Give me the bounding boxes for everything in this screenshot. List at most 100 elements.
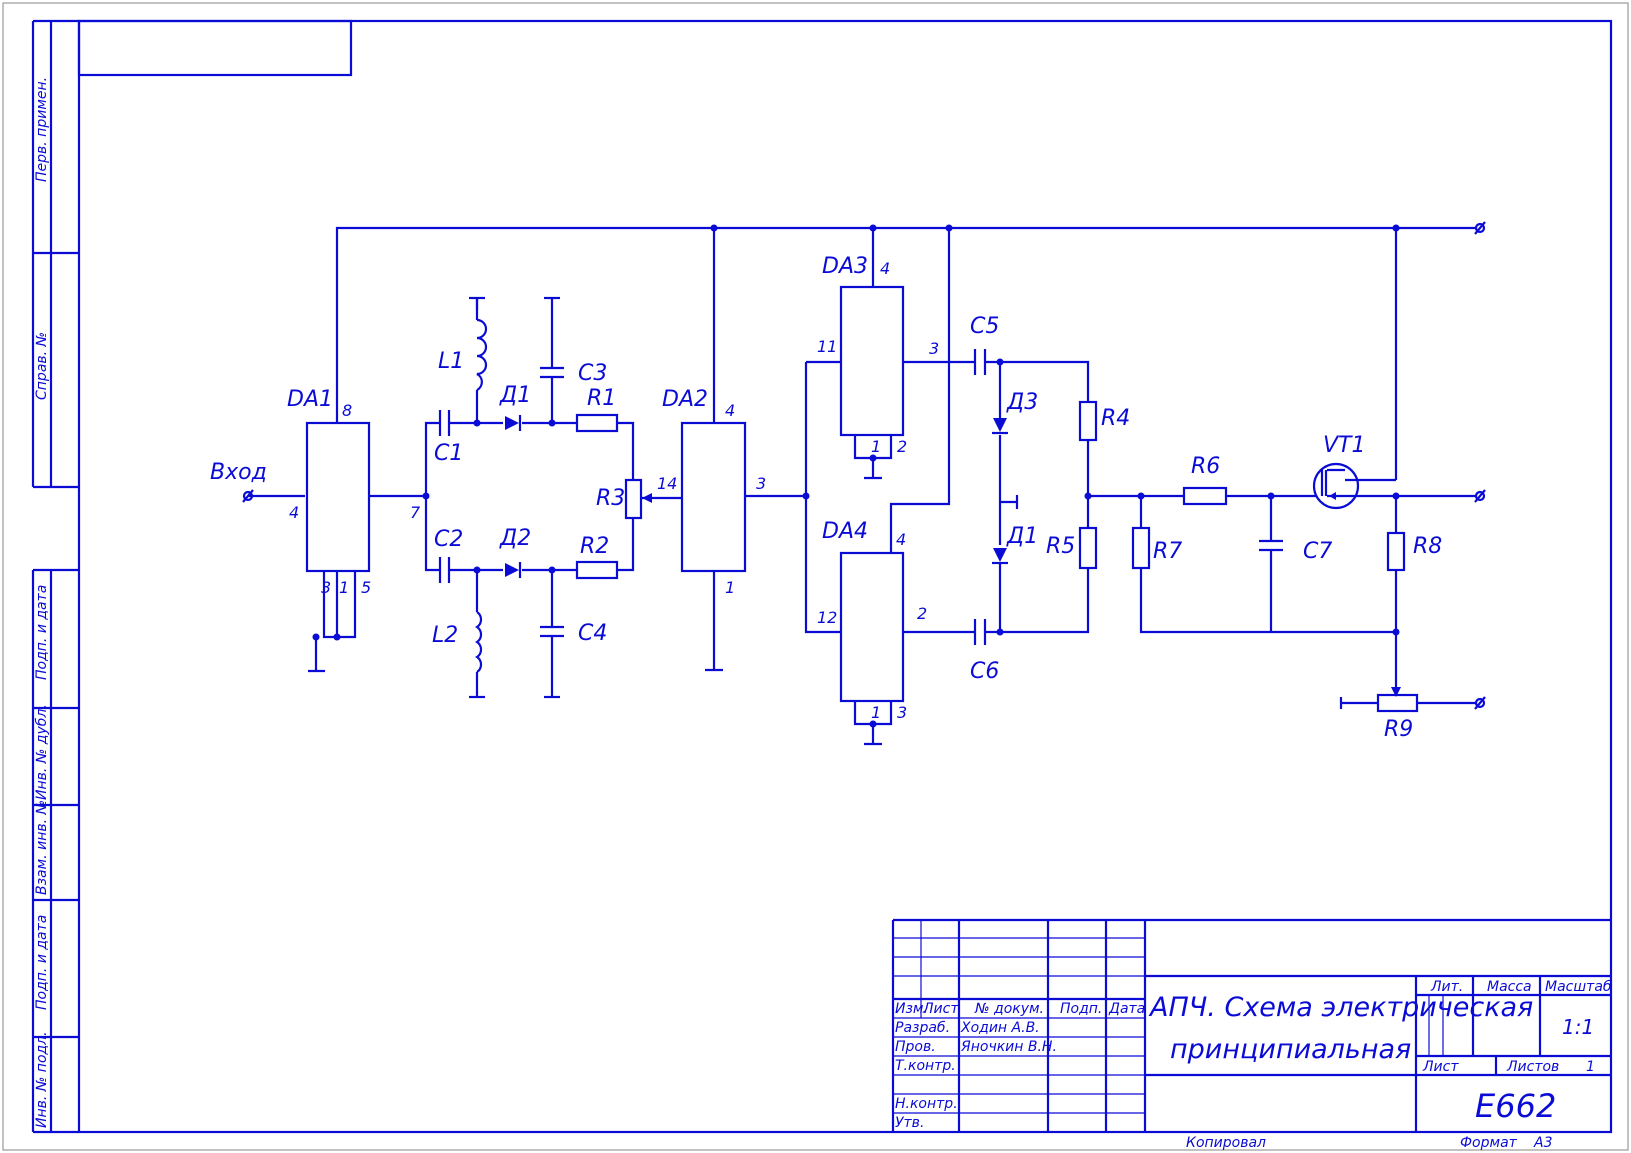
da2-pin-3: 3 xyxy=(756,474,766,493)
label-r9: R9 xyxy=(1384,717,1413,742)
tb-header-izm: Изм. xyxy=(895,1001,928,1017)
label-input: Вход xyxy=(210,460,267,485)
stamp-podp-data-2: Подп. и дата xyxy=(34,915,50,1010)
label-l1: L1 xyxy=(438,349,464,374)
tb-header-ndokum: № докум. xyxy=(974,1001,1044,1017)
resistor-r5: R5 xyxy=(1046,526,1098,570)
tb-sheet-label: Лист xyxy=(1422,1059,1459,1075)
label-r2: R2 xyxy=(580,534,609,559)
label-r3: R3 xyxy=(596,486,625,511)
resistor-r7: R7 xyxy=(1131,526,1182,570)
da2-pin-14: 14 xyxy=(657,474,677,493)
label-r8: R8 xyxy=(1413,534,1442,559)
da3-pin-3: 3 xyxy=(929,339,939,358)
da4-pin-3: 3 xyxy=(897,703,907,722)
label-c2: C2 xyxy=(434,527,463,552)
label-d1: Д1 xyxy=(499,383,531,408)
label-da4: DA4 xyxy=(822,519,868,544)
label-d1-lower: Д1 xyxy=(1006,524,1038,549)
junction-dots xyxy=(312,224,1400,728)
inductor-l2: L2 xyxy=(432,611,485,699)
footer-format-value: А3 xyxy=(1533,1135,1552,1151)
capacitor-c6: C6 xyxy=(970,619,999,684)
capacitor-c3: C3 xyxy=(540,296,607,386)
potentiometer-r3: R3 14 xyxy=(596,474,677,520)
tb-name-prov: Яночкин В.Н. xyxy=(960,1039,1057,1055)
stamp-sprav-nomer: Справ. № xyxy=(34,332,50,400)
label-c6: C6 xyxy=(970,659,999,684)
da1-pin-1: 1 xyxy=(339,578,349,597)
stamp-inv-podl: Инв. № подл. xyxy=(34,1031,50,1128)
tb-lit-label: Лит. xyxy=(1430,979,1463,995)
label-da2: DA2 xyxy=(662,387,708,412)
tb-role-prov: Пров. xyxy=(895,1039,936,1055)
label-da1: DA1 xyxy=(287,387,333,412)
tb-doc-code: Е662 xyxy=(1475,1087,1556,1125)
tb-role-tkontr: Т.контр. xyxy=(895,1058,956,1074)
da3-chip: DA3 4 11 3 1 2 xyxy=(817,254,939,480)
capacitor-c5: C5 xyxy=(970,314,999,375)
label-d2: Д2 xyxy=(499,526,531,551)
tb-title-line2: принципиальная xyxy=(1170,1034,1411,1065)
da3-pin-11: 11 xyxy=(817,337,837,356)
tb-scale-value: 1:1 xyxy=(1562,1015,1594,1039)
resistor-r6: R6 xyxy=(1182,454,1228,506)
input-terminal: Вход xyxy=(210,460,267,503)
da4-pin-12: 12 xyxy=(817,608,837,627)
da3-pin-2: 2 xyxy=(897,437,907,456)
da4-pin-2: 2 xyxy=(917,604,927,623)
da1-pin-7: 7 xyxy=(410,503,421,522)
da1-pin-8: 8 xyxy=(342,401,352,420)
resistor-r1: R1 xyxy=(575,386,619,433)
tb-title-line1: АПЧ. Схема электрическая xyxy=(1148,992,1533,1023)
resistor-r2: R2 xyxy=(575,534,619,580)
label-c7: C7 xyxy=(1303,539,1332,564)
label-c1: C1 xyxy=(434,441,463,466)
stamp-podp-data-1: Подп. и дата xyxy=(34,585,50,680)
tb-role-razrab: Разраб. xyxy=(895,1020,950,1036)
tb-mass-label: Масса xyxy=(1487,979,1532,995)
capacitor-c7: C7 xyxy=(1259,539,1332,564)
tb-sheets-label: Листов xyxy=(1506,1059,1559,1075)
tb-role-utv: Утв. xyxy=(895,1115,924,1131)
tb-header-podp: Подп. xyxy=(1060,1001,1102,1017)
da1-pin-5: 5 xyxy=(361,578,371,597)
da1-pin-4: 4 xyxy=(289,503,299,522)
tb-sheets-value: 1 xyxy=(1586,1059,1595,1075)
da1-pin-3: 3 xyxy=(321,578,331,597)
output-terminals xyxy=(1474,221,1486,710)
circuit-wires xyxy=(249,226,1476,709)
label-r4: R4 xyxy=(1101,406,1130,431)
label-r1: R1 xyxy=(587,386,616,411)
da3-pin-1: 1 xyxy=(871,437,881,456)
tb-header-data: Дата xyxy=(1108,1001,1145,1017)
label-vt1: VT1 xyxy=(1323,433,1366,458)
stamp-perv-primen: Перв. примен. xyxy=(34,77,50,182)
label-r7: R7 xyxy=(1153,539,1182,564)
tb-name-razrab: Ходин А.В. xyxy=(960,1020,1040,1036)
da2-pin-1: 1 xyxy=(725,578,735,597)
stamp-inv-dubl: Инв. № дубл. xyxy=(34,704,50,800)
diode-d3: Д3 xyxy=(992,390,1038,435)
title-block: Изм. Лист № докум. Подп. Дата Разраб. Пр… xyxy=(891,918,1612,1132)
diode-d1: Д1 xyxy=(499,383,531,431)
da4-chip: DA4 4 12 2 1 3 xyxy=(817,519,927,746)
da4-pin-1: 1 xyxy=(871,703,881,722)
da4-pin-4: 4 xyxy=(896,530,906,549)
capacitor-c4: C4 xyxy=(540,621,607,699)
footer-copied: Копировал xyxy=(1186,1135,1266,1151)
label-r6: R6 xyxy=(1191,454,1220,479)
da2-pin-4: 4 xyxy=(725,401,735,420)
tb-role-nkontr: Н.контр. xyxy=(895,1096,958,1112)
label-r5: R5 xyxy=(1046,534,1075,559)
label-c5: C5 xyxy=(970,314,999,339)
label-c4: C4 xyxy=(578,621,607,646)
da2-chip: DA2 4 3 1 xyxy=(662,387,766,672)
inductor-l1: L1 xyxy=(438,296,488,391)
tb-header-list: Лист xyxy=(922,1001,959,1017)
label-da3: DA3 xyxy=(822,254,868,279)
da3-pin-4: 4 xyxy=(880,259,890,278)
side-stamp-labels: Перв. примен. Справ. № Подп. и дата Инв.… xyxy=(34,77,50,1128)
footer-format-label: Формат xyxy=(1460,1135,1518,1151)
